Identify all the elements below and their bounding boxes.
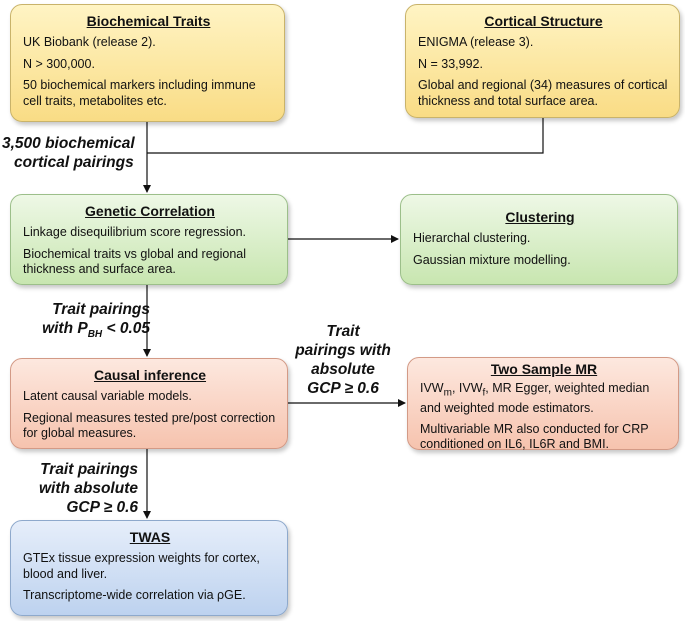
genetic-line-1: Linkage disequilibrium score regression. [23,225,247,239]
mr-rest: , MR Egger, weighted median and weighted… [420,381,650,415]
gcp-left-line-3: GCP ≥ 0.6 [66,499,138,516]
pbh-label-line-2: with PBH < 0.05 [30,319,150,344]
clustering-box: Clustering Hierarchal clustering. Gaussi… [400,194,678,285]
cortical-line-2: N = 33,992. [418,56,483,71]
mr-line-2: Multivariable MR also conducted for CRP … [420,421,649,452]
causal-inference-title: Causal inference [93,367,207,383]
causal-inference-box: Causal inference Latent causal variable … [10,358,288,449]
gcp-right-line-3: absolute [311,361,375,378]
twas-box: TWAS GTEx tissue expression weights for … [10,520,288,616]
genetic-correlation-box: Genetic Correlation Linkage disequilibri… [10,194,288,285]
clustering-line-1: Hierarchal clustering. [413,231,531,245]
causal-line-1: Latent causal variable models. [23,389,192,403]
gcp-left-line-1: Trait pairings [40,461,138,478]
pairings-label: 3,500 biochemical cortical pairings [2,134,152,172]
pairings-label-line-1: 3,500 biochemical [2,135,135,152]
cortical-structure-title: Cortical Structure [484,13,603,29]
gcp-right-line-1: Trait [326,323,360,340]
mr-line-1: IVWm, IVWf, MR Egger, weighted median an… [420,381,668,417]
gcp-right-label: Trait pairings with absolute GCP ≥ 0.6 [283,322,403,398]
biochemical-traits-box: Biochemical Traits UK Biobank (release 2… [10,4,285,122]
genetic-line-2: Biochemical traits vs global and regiona… [23,246,247,277]
pbh-prefix: with P [42,320,88,337]
mr-sep: , IVW [451,381,483,395]
causal-line-2: Regional measures tested pre/post correc… [23,410,276,441]
pbh-sub: BH [87,329,103,341]
pairings-label-line-2: cortical pairings [14,154,134,171]
biochemical-line-1: UK Biobank (release 2). [23,35,156,49]
twas-line-2: Transcriptome-wide correlation via ρGE. [23,588,246,602]
cortical-merge-line [147,118,544,154]
pbh-suffix: < 0.05 [102,320,150,337]
cortical-line-1: ENIGMA (release 3). [418,35,534,49]
cortical-line-3: Global and regional (34) measures of cor… [418,78,668,108]
mr-sub-f: f [482,387,486,399]
biochemical-traits-title: Biochemical Traits [86,13,211,29]
mr-sub-m: m [443,387,452,399]
clustering-line-2: Gaussian mixture modelling. [413,252,571,267]
pbh-label-line-1: Trait pairings [52,301,150,318]
cortical-structure-box: Cortical Structure ENIGMA (release 3). N… [405,4,680,118]
pbh-label: Trait pairings with PBH < 0.05 [30,300,150,344]
clustering-title: Clustering [505,209,575,225]
mr-ivw: IVW [420,381,444,395]
genetic-correlation-title: Genetic Correlation [85,203,215,219]
gcp-right-line-4: GCP ≥ 0.6 [307,380,379,397]
two-sample-mr-title: Two Sample MR [490,361,598,377]
twas-line-1: GTEx tissue expression weights for corte… [23,551,260,581]
gcp-left-line-2: with absolute [38,480,138,497]
two-sample-mr-box: Two Sample MR IVWm, IVWf, MR Egger, weig… [407,357,679,452]
twas-title: TWAS [129,529,171,545]
biochemical-line-3: 50 biochemical markers including immune … [23,78,256,108]
gcp-right-line-2: pairings with [295,342,391,359]
gcp-left-label: Trait pairings with absolute GCP ≥ 0.6 [20,460,138,517]
biochemical-line-2: N > 300,000. [23,56,95,71]
